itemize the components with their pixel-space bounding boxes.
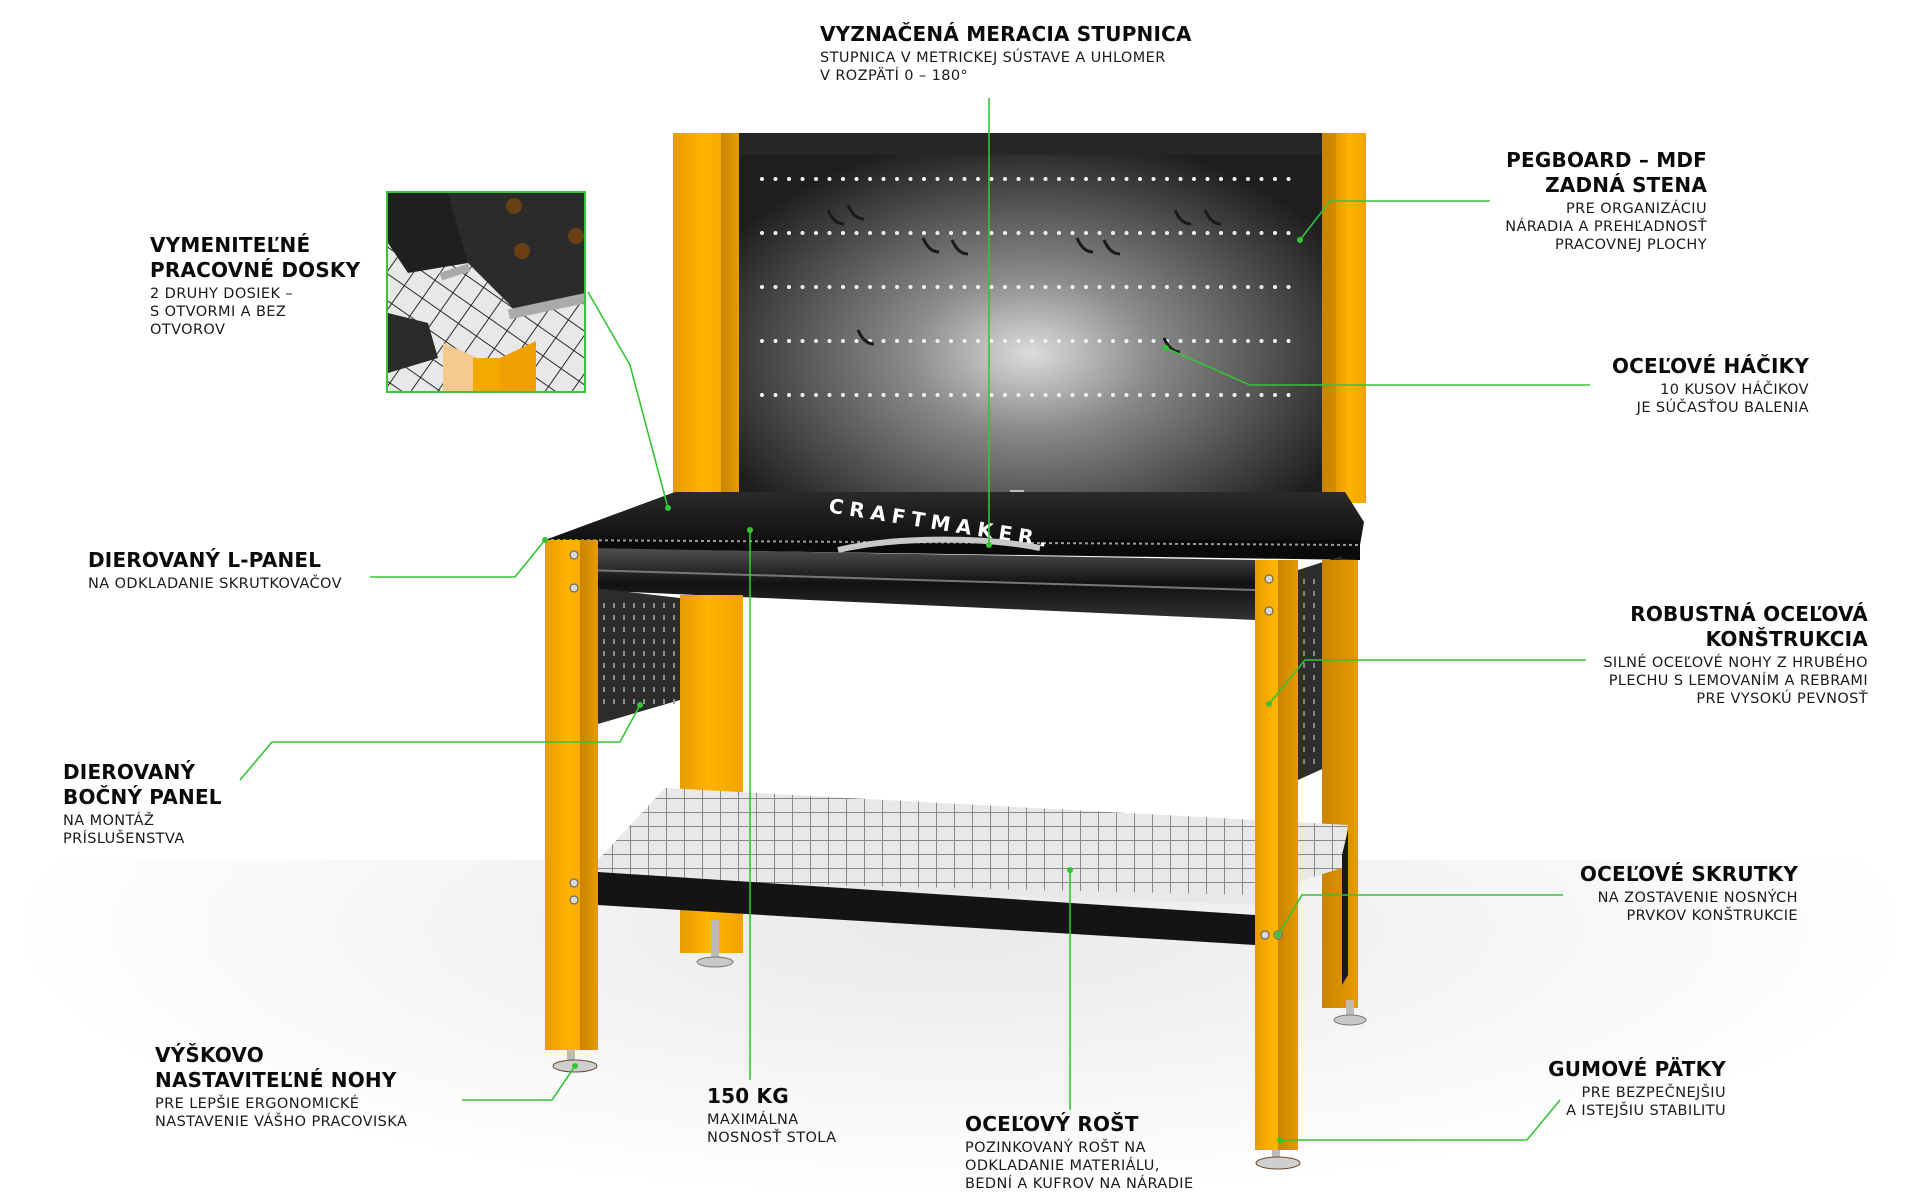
callout-title: OCEĽOVÉ HÁČIKY xyxy=(1611,354,1809,378)
callout-desc: PLECHU S LEMOVANÍM A REBRAMI xyxy=(1608,673,1868,689)
callout-desc: PRE BEZPEČNEJŠIU xyxy=(1581,1085,1726,1101)
hooks xyxy=(826,204,1222,354)
callout-desc: JE SÚČASŤOU BALENIA xyxy=(1636,400,1809,416)
callout-desc: POZINKOVANÝ ROŠT NA xyxy=(965,1140,1146,1156)
callout-desc: NA ZOSTAVENIE NOSNÝCH xyxy=(1597,890,1798,906)
callout-desc: NA MONTÁŽ xyxy=(63,813,155,829)
callout-construction: ROBUSTNÁ OCEĽOVÁ KONŠTRUKCIA SILNÉ OCEĽO… xyxy=(1603,602,1868,708)
callout-desc: ODKLADANIE MATERIÁLU, xyxy=(965,1158,1160,1174)
callout-dots xyxy=(542,237,1303,1143)
callout-desc: NASTAVENIE VÁŠHO PRACOVISKA xyxy=(155,1114,408,1130)
callout-desc: 2 DRUHY DOSIEK – xyxy=(150,286,294,302)
callout-desc: PRE ORGANIZÁCIU xyxy=(1566,201,1707,217)
callout-desc: PRE LEPŠIE ERGONOMICKÉ xyxy=(155,1096,360,1112)
callout-desc: V ROZPÄTÍ 0 – 180° xyxy=(820,68,969,84)
grate-front-bar xyxy=(598,872,1255,945)
callout-desc: NOSNOSŤ STOLA xyxy=(707,1130,837,1146)
callout-title: ZADNÁ STENA xyxy=(1545,173,1707,197)
callout-title: VYMENITEĽNÉ xyxy=(150,233,311,257)
callout-desc: BEDNÍ A KUFROV NA NÁRADIE xyxy=(965,1176,1194,1192)
callout-title: OCEĽOVÝ ROŠT xyxy=(965,1112,1139,1136)
callout-title: VYZNAČENÁ MERACIA STUPNICA xyxy=(820,22,1192,46)
callout-desc: PRÍSLUŠENSTVA xyxy=(63,831,185,847)
callout-title: DIEROVANÝ L-PANEL xyxy=(88,548,322,572)
callout-rubber-feet: GUMOVÉ PÄTKY PRE BEZPEČNEJŠIU A ISTEJŠIU… xyxy=(1548,1057,1726,1120)
callout-desc: PRE VYSOKÚ PEVNOSŤ xyxy=(1696,691,1868,707)
callout-title: DIEROVANÝ xyxy=(63,760,196,784)
callout-title: OCEĽOVÉ SKRUTKY xyxy=(1579,862,1798,886)
callout-worktops: VYMENITEĽNÉ PRACOVNÉ DOSKY 2 DRUHY DOSIE… xyxy=(150,233,360,339)
callout-hooks: OCEĽOVÉ HÁČIKY 10 KUSOV HÁČIKOV JE SÚČAS… xyxy=(1612,354,1809,417)
callout-l-panel: DIEROVANÝ L-PANEL NA ODKLADANIE SKRUTKOV… xyxy=(88,548,342,593)
callout-desc: PRVKOV KONŠTRUKCIE xyxy=(1626,908,1798,924)
callout-title: 150 KG xyxy=(707,1084,789,1108)
back-right-leg xyxy=(1322,560,1358,1008)
callout-max-load: 150 KG MAXIMÁLNA NOSNOSŤ STOLA xyxy=(707,1084,836,1147)
protractor-scale xyxy=(837,536,1041,553)
callout-title: ROBUSTNÁ OCEĽOVÁ xyxy=(1630,602,1868,626)
callout-title: NASTAVITEĽNÉ NOHY xyxy=(155,1068,397,1092)
callout-title: GUMOVÉ PÄTKY xyxy=(1548,1057,1726,1081)
callout-measuring-scale: VYZNAČENÁ MERACIA STUPNICA STUPNICA V ME… xyxy=(820,22,1192,85)
callout-desc: NÁRADIA A PREHĽADNOSŤ xyxy=(1505,219,1707,235)
callout-screws: OCEĽOVÉ SKRUTKY NA ZOSTAVENIE NOSNÝCH PR… xyxy=(1580,862,1798,925)
callout-title: KONŠTRUKCIA xyxy=(1705,627,1868,651)
callout-desc: MAXIMÁLNA xyxy=(707,1112,799,1128)
callout-desc: SILNÉ OCEĽOVÉ NOHY Z HRUBÉHO xyxy=(1603,655,1868,671)
callout-title: PEGBOARD – MDF xyxy=(1506,148,1707,172)
callout-desc: A ISTEJŠIU STABILITU xyxy=(1566,1103,1726,1119)
callout-desc: PRACOVNEJ PLOCHY xyxy=(1555,237,1707,253)
callout-steel-grate: OCEĽOVÝ ROŠT POZINKOVANÝ ROŠT NA ODKLADA… xyxy=(965,1112,1194,1193)
front-apron xyxy=(585,548,1255,620)
callout-desc: STUPNICA V METRICKEJ SÚSTAVE A UHLOMER xyxy=(820,50,1166,66)
callout-desc: OTVOROV xyxy=(150,322,226,338)
callout-pegboard: PEGBOARD – MDF ZADNÁ STENA PRE ORGANIZÁC… xyxy=(1505,148,1707,254)
callout-title: VÝŠKOVO xyxy=(155,1043,264,1067)
callout-adjustable-legs: VÝŠKOVO NASTAVITEĽNÉ NOHY PRE LEPŠIE ERG… xyxy=(155,1043,407,1131)
callout-title: PRACOVNÉ DOSKY xyxy=(150,258,361,282)
callout-side-panel: DIEROVANÝ BOČNÝ PANEL NA MONTÁŽ PRÍSLUŠE… xyxy=(63,760,222,848)
callout-desc: S OTVORMI A BEZ xyxy=(150,304,287,320)
worktop-detail-inset xyxy=(386,191,586,393)
callout-connectors xyxy=(239,98,1590,1141)
callout-desc: 10 KUSOV HÁČIKOV xyxy=(1660,382,1809,398)
adjustable-feet xyxy=(552,920,1367,1170)
callout-title: BOČNÝ PANEL xyxy=(63,785,222,809)
callout-desc: NA ODKLADANIE SKRUTKOVAČOV xyxy=(88,576,342,592)
